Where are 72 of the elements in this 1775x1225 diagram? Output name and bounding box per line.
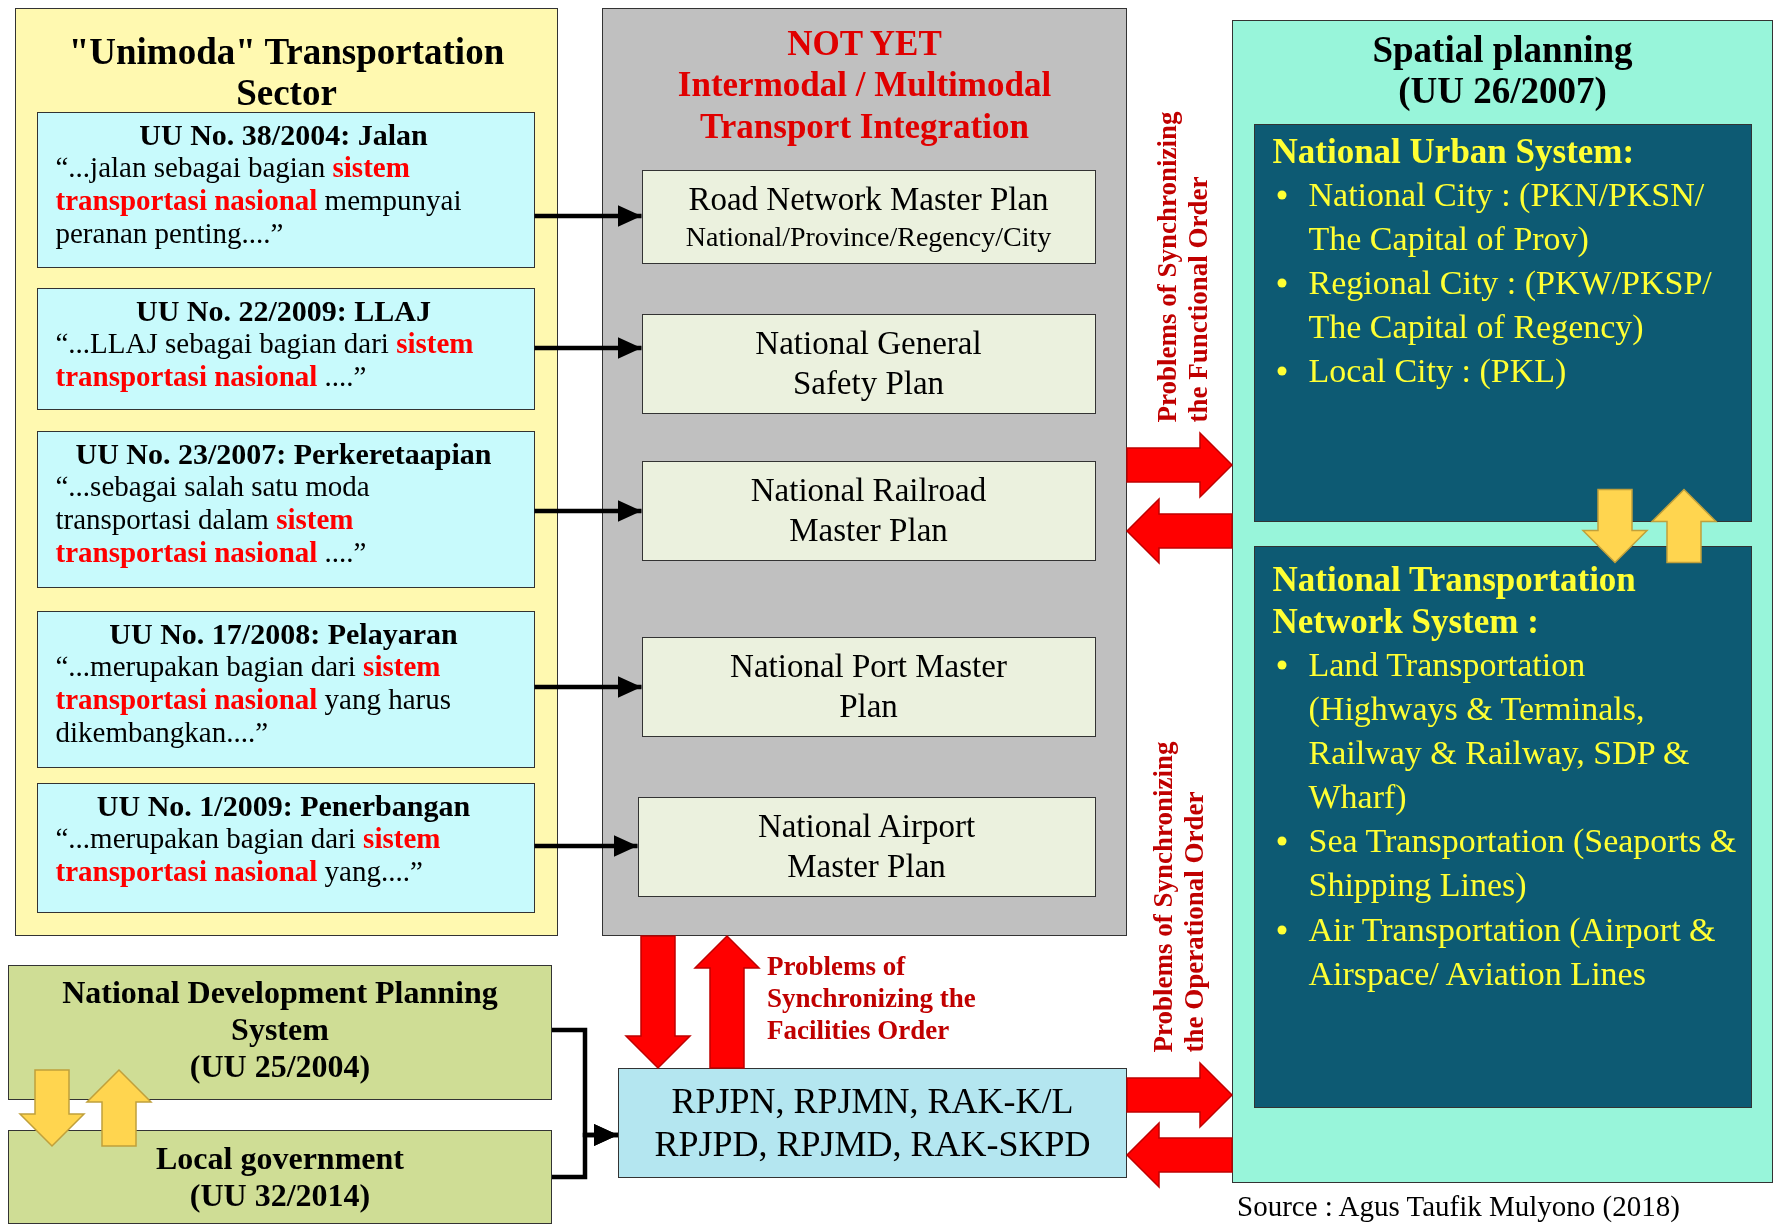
block-arrow — [1581, 488, 1649, 564]
plan-box — [637, 796, 1096, 897]
bullet-item: Regional City : (PKW/PKSP/ The Capital of Regency) — [1308, 262, 1713, 348]
block-arrow — [693, 934, 761, 1069]
bullet-item: Sea Transportation (Seaports & Shipping Lines) — [1308, 821, 1737, 906]
block-arrow — [85, 1068, 153, 1147]
system-heading: National Transportation Network System : — [1272, 558, 1637, 643]
plan-box — [641, 460, 1096, 561]
bullet-item: Land Transportation (Highways & Terminals, Railway & Railway, SDP & Wharf) — [1308, 644, 1691, 818]
block-arrow — [18, 1069, 86, 1148]
block-arrow — [624, 935, 692, 1070]
planning-title: National Development Planning System — [61, 974, 499, 1048]
plan-box — [641, 313, 1096, 414]
law-box — [36, 782, 535, 913]
plan-title: National Airport Master Plan — [756, 806, 977, 886]
source-note: Source : Agus Taufik Mulyono (2018) — [1237, 1190, 1681, 1223]
planning-title: (UU 25/2004) — [188, 1047, 372, 1085]
problem-label: Problems of Synchronizing the Functional Order — [1151, 110, 1214, 423]
plan-title: National Port Master Plan — [729, 646, 1008, 726]
arrow — [534, 500, 642, 522]
law-quote: “...LLAJ sebagai bagian dari sistem transportasi nasional ....” — [55, 327, 475, 393]
panel-title: (UU 26/2007) — [1397, 70, 1608, 112]
law-box — [36, 430, 535, 588]
plan-title: Road Network Master Plan — [687, 179, 1050, 219]
system-heading: National Urban System: — [1272, 130, 1636, 173]
law-title: UU No. 1/2009: Penerbangan — [95, 788, 472, 823]
block-arrow — [1125, 1121, 1233, 1189]
law-box — [36, 111, 535, 268]
integration-panel — [602, 8, 1127, 936]
bullet-item: Local City : (PKL) — [1308, 351, 1567, 392]
law-box — [36, 610, 535, 768]
law-box — [36, 287, 535, 410]
law-title: UU No. 17/2008: Pelayaran — [108, 616, 459, 651]
planning-box — [8, 965, 552, 1100]
law-title: UU No. 38/2004: Jalan — [138, 117, 429, 152]
problem-label: Problems of Synchronizing the Facilities Order — [767, 951, 977, 1047]
arrow — [534, 835, 638, 857]
law-quote: “...merupakan bagian dari sistem transportasi nasional yang....” — [55, 822, 442, 888]
panel-title: Spatial planning — [1371, 29, 1634, 71]
plan-subtitle: National/Province/Regency/City — [684, 219, 1053, 254]
block-arrow — [1126, 431, 1234, 499]
plan-box — [641, 169, 1096, 264]
sector-panel — [15, 8, 558, 936]
law-quote: “...sebagai salah satu moda transportasi dalam sistem transportasi nasional ....” — [55, 470, 371, 569]
planning-box — [8, 1130, 552, 1224]
arrow — [552, 1124, 618, 1180]
block-arrow — [1650, 488, 1718, 564]
block-arrow — [1125, 497, 1233, 565]
bullet-item: Air Transportation (Airport & Airspace/ Aviation Lines — [1308, 909, 1717, 994]
plan-title: National Railroad Master Plan — [749, 470, 988, 550]
planning-title: (UU 32/2014) — [188, 1177, 372, 1214]
panel-heading: Intermodal / Multimodal Transport Integration — [676, 64, 1053, 147]
arrow — [534, 205, 642, 227]
law-quote: “...merupakan bagian dari sistem transportasi nasional yang harus dikembangkan....” — [55, 650, 453, 749]
panel-title: "Unimoda" Transportation Sector — [67, 31, 506, 114]
law-title: UU No. 23/2007: Perkeretaapian — [74, 436, 493, 471]
law-title: UU No. 22/2009: LLAJ — [135, 293, 432, 328]
bullet-item: National City : (PKN/PKSN/ The Capital of Prov) — [1308, 174, 1706, 259]
spatial-panel — [1232, 20, 1773, 1183]
problem-label: Problems of Synchronizing the Operational Order — [1147, 740, 1210, 1053]
arrow — [534, 676, 642, 698]
plan-title: National General Safety Plan — [754, 323, 983, 403]
document-list: RPJPN, RPJMN, RAK-K/L RPJPD, RPJMD, RAK-SKPD — [639, 1079, 1106, 1167]
arrow — [534, 337, 642, 359]
plan-box — [641, 636, 1096, 737]
system-box — [1253, 123, 1752, 522]
system-box — [1253, 545, 1752, 1108]
law-quote: “...jalan sebagai bagian sistem transportasi nasional mempunyai peranan penting....” — [55, 151, 463, 250]
planning-title: Local government — [155, 1140, 405, 1177]
panel-heading: NOT YET — [786, 23, 943, 65]
block-arrow — [1126, 1061, 1234, 1129]
plan-documents-box — [618, 1068, 1127, 1178]
